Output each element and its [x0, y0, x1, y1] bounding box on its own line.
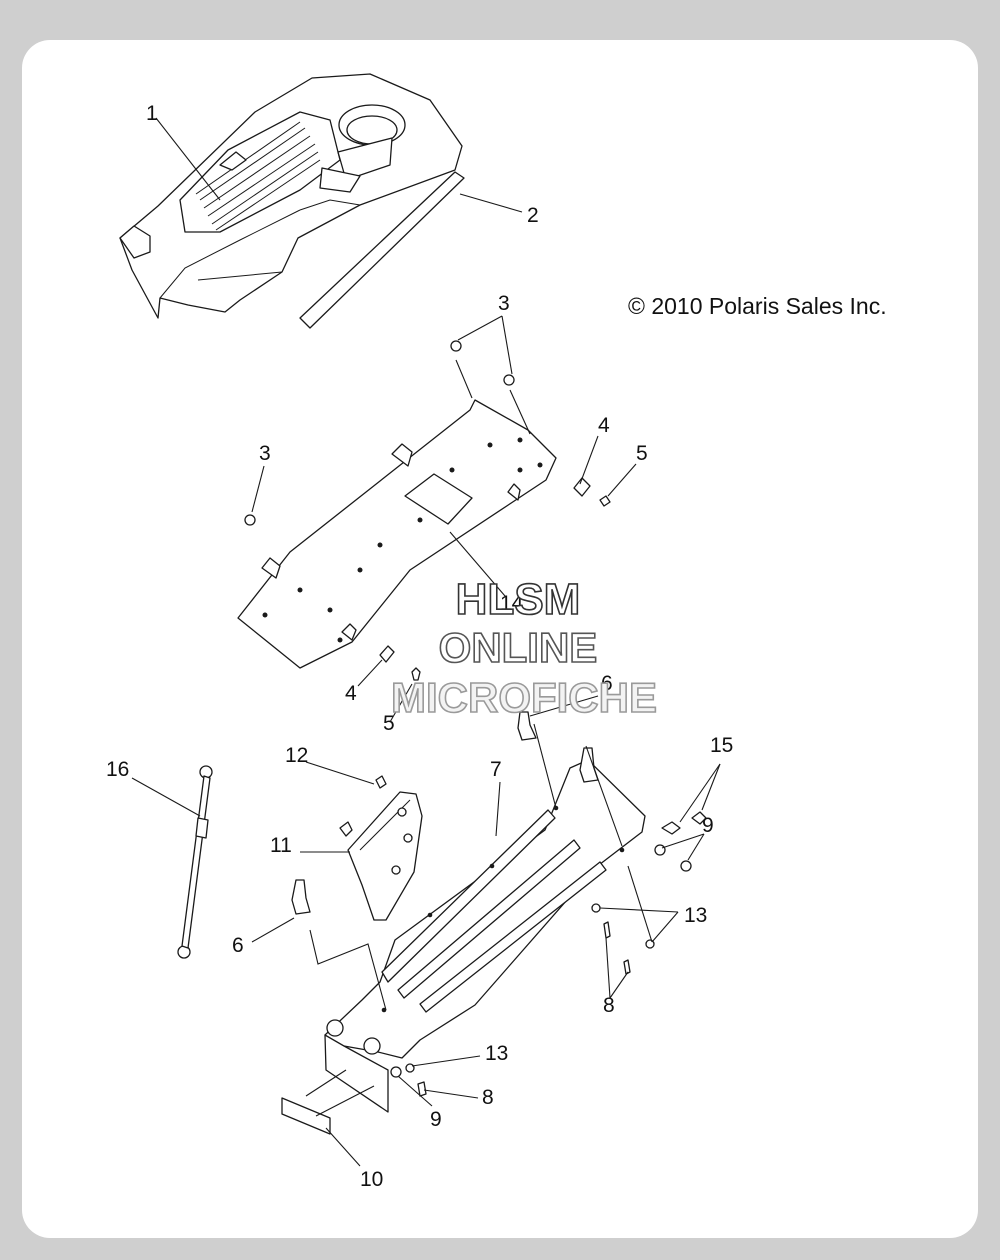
seal-strip [299, 171, 465, 329]
mount-bracket [339, 775, 423, 921]
hardware-lower [291, 711, 707, 1097]
callout-9: 9 [702, 814, 714, 837]
callout-10: 10 [360, 1168, 383, 1191]
callout-3: 3 [259, 442, 271, 465]
callout-11: 11 [270, 834, 292, 857]
callout-12: 12 [285, 744, 308, 767]
callout-14: 14 [500, 592, 524, 615]
callout-5: 5 [636, 442, 648, 465]
watermark: HLSM ONLINE MICROFICHE [390, 574, 658, 722]
copyright-notice: © 2010 Polaris Sales Inc. [628, 293, 887, 319]
callout-13: 13 [485, 1042, 508, 1065]
floor-panel [324, 759, 646, 1113]
watermark-line-2: ONLINE [439, 624, 598, 671]
callout-4: 4 [345, 682, 357, 705]
leader-lines [131, 117, 721, 1167]
callout-3: 3 [498, 292, 510, 315]
watermark-line-1: HLSM [456, 575, 581, 624]
callout-8: 8 [482, 1086, 494, 1109]
callout-2: 2 [527, 204, 539, 227]
diagram-panel: 1 2 3 3 4 5 14 4 5 6 16 12 7 15 9 11 13 … [22, 40, 978, 1238]
exploded-parts-diagram: 1 2 3 3 4 5 14 4 5 6 16 12 7 15 9 11 13 … [106, 73, 887, 1191]
callout-5: 5 [383, 712, 395, 735]
upper-panel [237, 399, 557, 669]
callout-6: 6 [232, 934, 244, 957]
callout-15: 15 [710, 734, 733, 757]
hardware-small [244, 340, 611, 681]
callout-6: 6 [601, 672, 613, 695]
hood-cover-assembly [119, 73, 463, 319]
callout-9: 9 [430, 1108, 442, 1131]
callout-labels: 1 2 3 3 4 5 14 4 5 6 16 12 7 15 9 11 13 … [106, 102, 733, 1191]
callout-16: 16 [106, 758, 129, 781]
callout-4: 4 [598, 414, 610, 437]
watermark-line-3: MICROFICHE [391, 674, 657, 721]
end-plate [281, 1097, 331, 1135]
callout-8: 8 [603, 994, 615, 1017]
callout-1: 1 [146, 102, 158, 125]
callout-13: 13 [684, 904, 707, 927]
callout-7: 7 [490, 758, 502, 781]
support-rod [177, 765, 213, 959]
